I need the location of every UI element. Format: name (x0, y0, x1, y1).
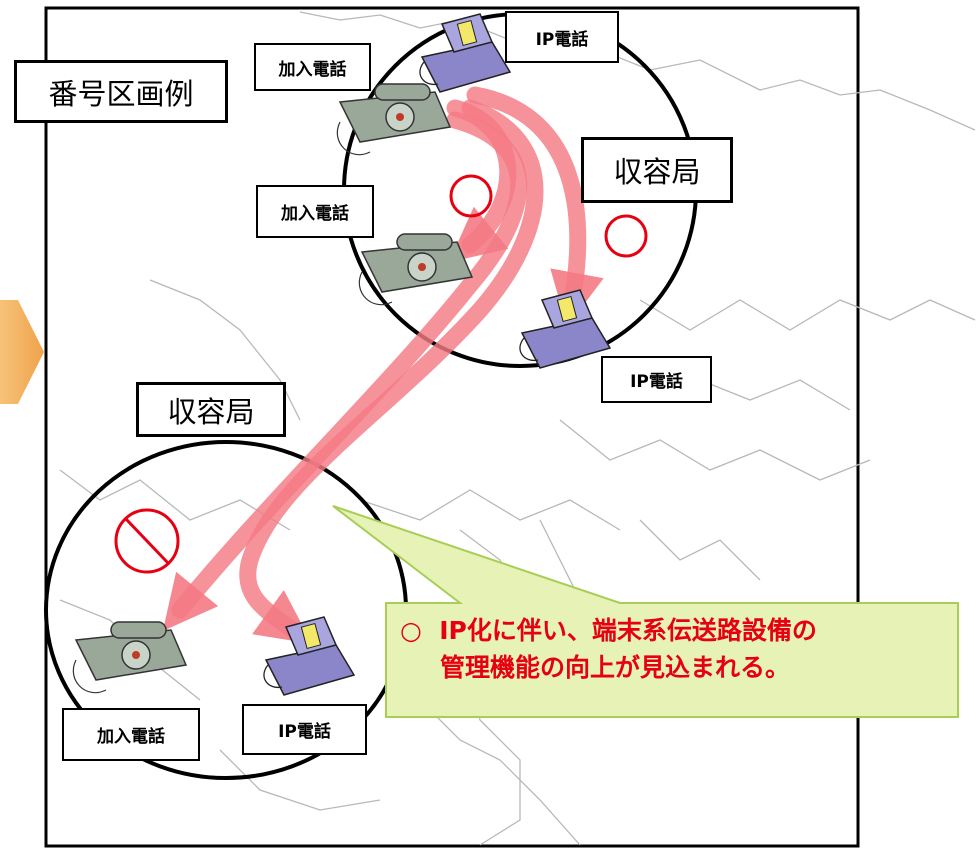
prohibited-icon (114, 508, 180, 574)
ip-phone-icon (519, 289, 612, 369)
callout-line-1: ○ IP化に伴い、端末系伝送路設備の (400, 612, 960, 649)
call-arrows (162, 86, 604, 644)
arrow-remote-ip (239, 99, 544, 644)
ip-phone-label-mid: IP電話 (601, 356, 712, 403)
bullet-circle: ○ (400, 616, 422, 645)
callout-box (332, 505, 959, 718)
area-example-label: 番号区画例 (14, 60, 228, 123)
arrow-local-ip (466, 86, 604, 327)
callout-text: ○ IP化に伴い、端末系伝送路設備の 管理機能の向上が見込まれる。 (400, 612, 960, 686)
subscriber-label-bottom: 加入電話 (62, 708, 200, 761)
callout-line-2: 管理機能の向上が見込まれる。 (400, 649, 960, 686)
arrow-remote-subscriber (162, 111, 528, 632)
subscriber-label-top: 加入電話 (254, 43, 371, 91)
ip-phone-icon (419, 13, 512, 93)
station-label-top: 収容局 (581, 137, 733, 203)
subscriber-label-mid: 加入電話 (256, 185, 374, 238)
ok-mark-1 (449, 174, 493, 218)
callout-line-1-text: IP化に伴い、端末系伝送路設備の (439, 616, 817, 645)
ip-phone-label-top: IP電話 (505, 11, 619, 63)
ip-phone-label-bottom: IP電話 (242, 704, 367, 755)
station-label-bottom: 収容局 (136, 382, 286, 437)
rotary-phone-icon (336, 83, 452, 156)
side-arrow-shape (0, 300, 44, 404)
ip-phone-icon (263, 616, 356, 696)
callout-line-2-text: 管理機能の向上が見込まれる。 (440, 653, 791, 682)
ok-mark-2 (604, 214, 648, 258)
rotary-phone-icon (72, 621, 188, 694)
rotary-phone-icon (358, 233, 474, 306)
